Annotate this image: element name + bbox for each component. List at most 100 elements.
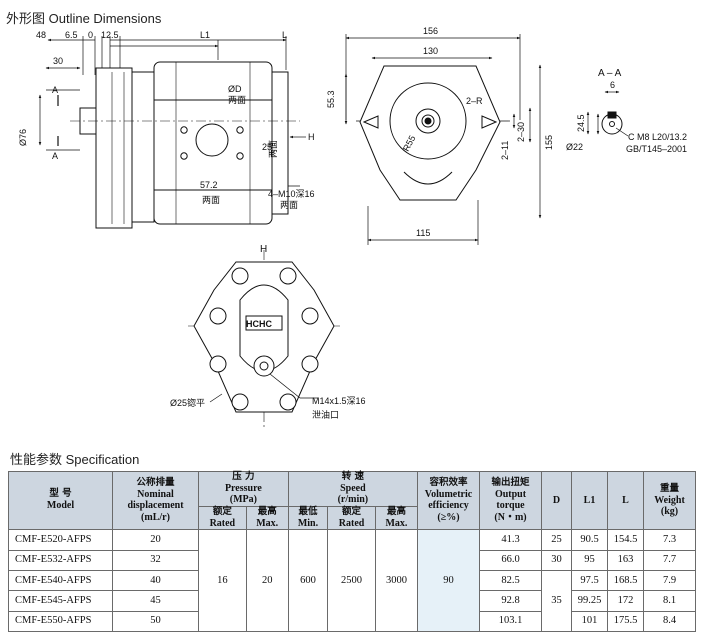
th-disp-en: Nominal displacement [127, 488, 184, 512]
th-pressure-en: Pressure [224, 482, 262, 494]
table-row: CMF-E520-AFPS 20 16 20 600 2500 3000 90 … [8, 529, 696, 632]
dim-2-30: 2–30 [516, 122, 526, 142]
th-torque-cn: 输出扭矩 [491, 476, 530, 488]
front-view-labels: H HCHC Ø25锪平 M14x1.5深16 泄油口 [170, 244, 366, 420]
outline-drawing: 48 6.5 0 12.5 L1 L 30 A A Ø76 ØD 两面 25 两… [18, 26, 687, 430]
dim-115: 115 [416, 228, 430, 238]
cell-s-max: 3000 [374, 529, 419, 632]
th-pressure: 压 力 Pressure (MPa) [198, 471, 289, 507]
cell-l: 172 [607, 590, 644, 612]
th-p-max-cn: 最高 [257, 505, 277, 517]
note-both-sides-1: 两面 [228, 95, 246, 105]
spec-heading: 性能参数 Specification [10, 452, 140, 467]
dim-key-6: 6 [610, 80, 615, 90]
cell-torque: 92.8 [479, 590, 542, 612]
th-speed-unit: (r/min) [337, 494, 369, 506]
end-view-labels: 156 130 55.3 2–R R55 2–30 2–11 155 115 [326, 26, 554, 238]
cell-d: 25 [541, 529, 572, 551]
th-p-max-en: Max. [256, 517, 279, 529]
th-s-min-en: Min. [297, 517, 319, 529]
cell-torque: 66.0 [479, 549, 542, 572]
dim-24-5: 24.5 [576, 114, 586, 132]
cell-weight: 8.1 [643, 590, 696, 612]
cell-displacement: 50 [112, 610, 199, 633]
cell-model: CMF-E550-AFPS [8, 610, 113, 633]
note-both-sides-2: 两面 [268, 140, 278, 158]
th-l: L [607, 470, 644, 531]
table-row: CMF-E545-AFPS 45 92.8 99.25 172 8.1 [8, 590, 696, 612]
section-mark-a-bottom: A [52, 151, 58, 161]
th-speed-cn: 转 速 [341, 471, 365, 482]
front-view [188, 250, 340, 430]
note-standard: GB/T145–2001 [626, 144, 687, 154]
cell-torque: 103.1 [479, 610, 542, 633]
note-port-thread: M14x1.5深16 [312, 396, 366, 406]
dim-od: ØD [228, 84, 242, 94]
th-efficiency: 容积效率 Volumetric efficiency (≥%) [417, 470, 480, 531]
th-disp-cn: 公称排量 [136, 476, 175, 488]
view-mark-h-front: H [260, 244, 267, 255]
cell-displacement: 40 [112, 569, 199, 592]
th-torque: 输出扭矩 Output torque (N・m) [479, 470, 542, 531]
dim-2-11: 2–11 [500, 141, 510, 160]
side-view-labels: 48 6.5 0 12.5 L1 L 30 A A Ø76 ØD 两面 25 两… [18, 30, 315, 210]
cell-weight: 8.4 [643, 610, 696, 633]
th-s-rated: 额定 Rated [327, 505, 376, 531]
dim-25: 25 [262, 142, 272, 152]
table-row: CMF-E540-AFPS 40 82.5 35 97.5 168.5 7.9 [8, 569, 696, 632]
th-weight-en: Weight [654, 494, 685, 506]
th-eff-en: Volumetric efficiency [424, 488, 473, 512]
note-both-sides-3: 两面 [202, 195, 220, 205]
cell-s-rated: 2500 [327, 529, 376, 632]
th-s-max-en: Max. [385, 517, 408, 529]
dim-130: 130 [423, 46, 438, 56]
cell-l: 175.5 [607, 610, 644, 633]
th-weight-cn: 重量 [659, 482, 679, 494]
th-model: 型 号 Model [8, 470, 113, 531]
dim-2-r: 2–R [466, 96, 483, 106]
th-speed-en: Speed [340, 482, 366, 494]
th-eff-cn: 容积效率 [429, 476, 468, 488]
end-view [344, 34, 542, 245]
cell-l: 168.5 [607, 569, 644, 592]
section-title: A – A [598, 68, 622, 79]
th-disp-unit: (mL/r) [141, 511, 170, 523]
cell-p-rated: 16 [198, 529, 247, 632]
side-view [38, 36, 306, 229]
th-p-max: 最高 Max. [245, 505, 289, 531]
th-l1: L1 [571, 470, 608, 531]
th-pressure-cn: 压 力 [232, 471, 255, 482]
section-a-a-labels: A – A 6 24.5 Ø22 C M8 L20/13.2 GB/T145–2… [566, 68, 687, 154]
cell-model: CMF-E545-AFPS [8, 590, 113, 612]
dim-6-5: 6.5 [65, 30, 78, 40]
cell-displacement: 45 [112, 590, 199, 612]
cell-l1: 97.5 [571, 569, 608, 592]
dim-l: L [282, 30, 287, 40]
dim-0: 0 [88, 30, 93, 40]
cell-torque: 41.3 [479, 529, 542, 551]
cell-l: 163 [607, 549, 644, 572]
th-d: D [541, 470, 572, 531]
section-mark-a-top: A [52, 85, 58, 95]
table-row: CMF-E550-AFPS 50 103.1 101 175.5 8.4 [8, 610, 696, 633]
th-s-rated-en: Rated [338, 517, 365, 529]
cell-p-max: 20 [245, 529, 289, 632]
dim-shaft-dia: Ø76 [18, 129, 28, 146]
th-torque-unit: (N・m) [494, 511, 527, 523]
cell-l: 154.5 [607, 529, 644, 551]
dim-d22: Ø22 [566, 142, 583, 152]
view-mark-h: H [308, 132, 315, 142]
cell-weight: 7.7 [643, 549, 696, 572]
cell-d: 35 [541, 570, 572, 632]
th-p-rated: 额定 Rated [198, 505, 247, 531]
dim-l1: L1 [200, 30, 210, 40]
th-model-en: Model [46, 500, 75, 512]
cell-l1: 90.5 [571, 529, 608, 551]
cell-l1: 101 [571, 610, 608, 633]
th-p-rated-cn: 额定 [212, 505, 232, 517]
note-thread-holes: 4–M10深16 [268, 189, 315, 199]
cell-l1: 95 [571, 549, 608, 572]
cell-l1: 99.25 [571, 590, 608, 612]
note-drain-port: 泄油口 [312, 409, 339, 420]
dim-12-5: 12.5 [101, 30, 119, 40]
